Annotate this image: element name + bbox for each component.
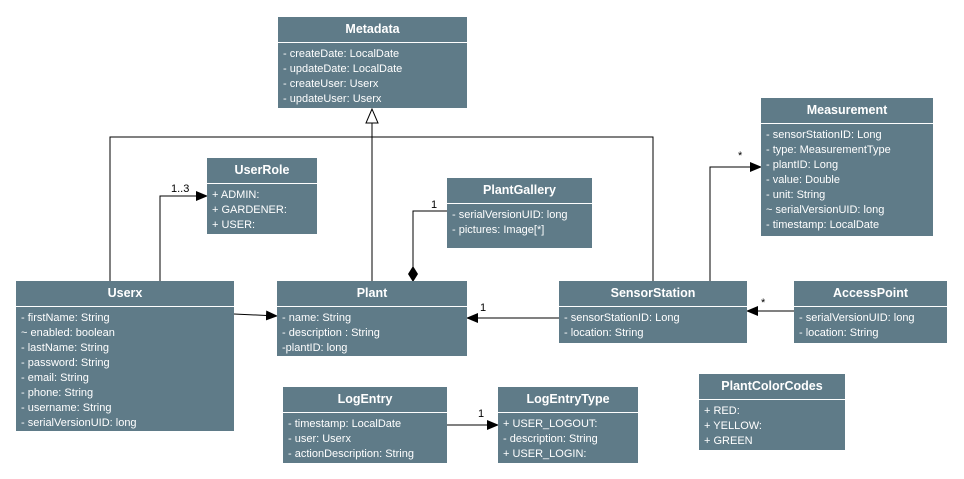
attribute: - plantID: Long (766, 159, 839, 171)
attribute: - timestamp: LocalDate (766, 219, 880, 231)
class-logentrytype[interactable]: LogEntryType + USER_LOGOUT: - descriptio… (498, 387, 638, 463)
class-accesspoint[interactable]: AccessPoint - serialVersionUID: long - l… (794, 281, 947, 343)
class-userrole[interactable]: UserRole + ADMIN: + GARDENER: + USER: (207, 158, 317, 234)
attribute-list: + USER_LOGOUT: - description: String + U… (498, 413, 638, 462)
attribute: - sensorStationID: Long (564, 312, 680, 324)
attribute-list: + ADMIN: + GARDENER: + USER: (207, 184, 317, 233)
attribute: - password: String (21, 357, 110, 369)
attribute-list: - timestamp: LocalDate - user: Userx - a… (283, 413, 447, 462)
class-userx[interactable]: Userx - firstName: String ~ enabled: boo… (16, 281, 234, 431)
class-plantcolorcodes[interactable]: PlantColorCodes + RED: + YELLOW: + GREEN (699, 374, 845, 450)
attribute: + ADMIN: (212, 189, 260, 201)
class-logentry[interactable]: LogEntry - timestamp: LocalDate - user: … (283, 387, 447, 463)
attribute: - createDate: LocalDate (283, 48, 400, 60)
multiplicity-userx-userrole: 1..3 (171, 183, 190, 195)
class-plant[interactable]: Plant - name: String - description : Str… (277, 281, 467, 356)
class-title: Plant (277, 281, 467, 307)
attribute: + GREEN (704, 435, 753, 447)
class-title: PlantColorCodes (699, 374, 845, 400)
attribute-list: - serialVersionUID: long - location: Str… (794, 307, 947, 341)
attribute: - serialVersionUID: long (21, 417, 137, 429)
attribute: + RED: (704, 405, 740, 417)
class-metadata[interactable]: Metadata - createDate: LocalDate - updat… (278, 17, 467, 108)
class-plantgallery[interactable]: PlantGallery - serialVersionUID: long - … (447, 178, 592, 248)
composition-plantgallery-plant (408, 210, 447, 282)
multiplicity-accesspoint-sensorstation: * (761, 297, 766, 309)
multiplicity-sensorstation-plant: 1 (480, 302, 487, 314)
class-title: Userx (16, 281, 234, 307)
attribute: - firstName: String (21, 312, 110, 324)
class-title: LogEntryType (498, 387, 638, 413)
attribute: - serialVersionUID: long (799, 312, 915, 324)
attribute: - username: String (21, 402, 112, 414)
class-title: LogEntry (283, 387, 447, 413)
class-sensorstation[interactable]: SensorStation - sensorStationID: Long - … (559, 281, 747, 343)
attribute: + USER: (212, 219, 256, 231)
attribute: ~ serialVersionUID: long (766, 204, 885, 216)
attribute: - phone: String (21, 387, 94, 399)
attribute: - lastName: String (21, 342, 110, 354)
attribute: - unit: String (766, 189, 826, 201)
assoc-userx-plant (233, 310, 278, 321)
attribute: - value: Double (766, 174, 840, 186)
attribute: - description: String (503, 433, 598, 445)
inherit-arrowhead (365, 107, 379, 124)
attribute: - name: String (282, 312, 352, 324)
attribute: - updateDate: LocalDate (283, 63, 403, 75)
class-title: UserRole (207, 158, 317, 184)
attribute: + YELLOW: (704, 420, 762, 432)
class-title: Measurement (761, 98, 933, 124)
attribute-list: - name: String - description : String -p… (277, 307, 467, 356)
assoc-sensorstation-measurement (709, 162, 762, 281)
class-title: Metadata (278, 17, 467, 43)
attribute: - location: String (799, 327, 879, 339)
attribute-list: - firstName: String ~ enabled: boolean -… (16, 307, 234, 431)
attribute: - location: String (564, 327, 644, 339)
attribute: + USER_LOGIN: (503, 448, 587, 460)
class-title: AccessPoint (794, 281, 947, 307)
attribute-list: - createDate: LocalDate - updateDate: Lo… (278, 43, 467, 107)
class-measurement[interactable]: Measurement - sensorStationID: Long - ty… (761, 98, 933, 236)
attribute: - actionDescription: String (288, 448, 414, 460)
attribute: + USER_LOGOUT: (503, 418, 598, 430)
attribute: - updateUser: Userx (283, 93, 382, 105)
attribute: - serialVersionUID: long (452, 209, 568, 221)
multiplicity-plantgallery-plant: 1 (431, 199, 438, 211)
attribute: - description : String (282, 327, 380, 339)
attribute: -plantID: long (282, 342, 348, 354)
inherit-line-userx (109, 136, 654, 281)
attribute: - timestamp: LocalDate (288, 418, 402, 430)
attribute: - sensorStationID: Long (766, 129, 882, 141)
attribute: - email: String (21, 372, 89, 384)
assoc-userx-userrole (159, 191, 208, 281)
attribute: ~ enabled: boolean (21, 327, 115, 339)
class-title: PlantGallery (447, 178, 592, 204)
attribute-list: - sensorStationID: Long - type: Measurem… (761, 124, 933, 233)
attribute: - type: MeasurementType (766, 144, 891, 156)
attribute: + GARDENER: (212, 204, 287, 216)
attribute-list: - sensorStationID: Long - location: Stri… (559, 307, 747, 341)
multiplicity-logentry-logentrytype: 1 (478, 408, 485, 420)
attribute: - pictures: Image[*] (452, 224, 545, 236)
attribute: - createUser: Userx (283, 78, 379, 90)
attribute: - user: Userx (288, 433, 351, 445)
class-title: SensorStation (559, 281, 747, 307)
attribute-list: + RED: + YELLOW: + GREEN (699, 400, 845, 449)
attribute-list: - serialVersionUID: long - pictures: Ima… (447, 204, 592, 238)
multiplicity-sensorstation-measurement: * (738, 150, 743, 162)
